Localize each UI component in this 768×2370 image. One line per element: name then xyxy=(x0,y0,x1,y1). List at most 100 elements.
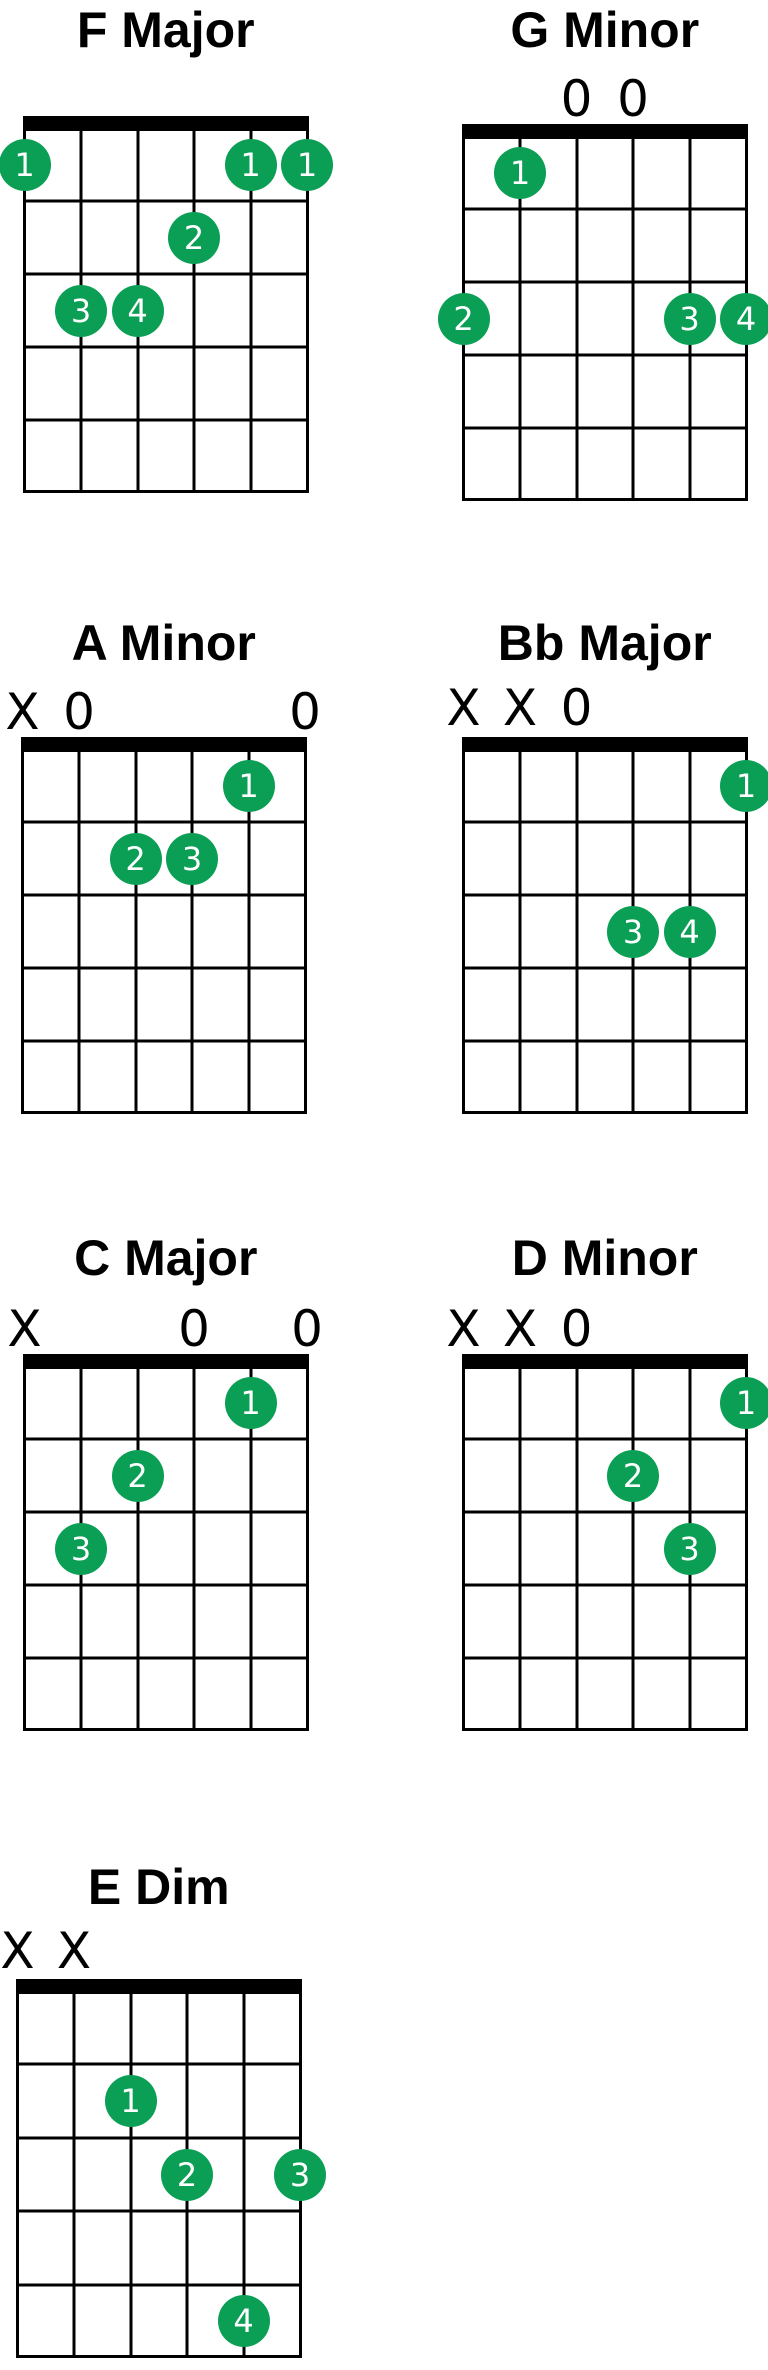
muted-string-marker: X xyxy=(446,1300,481,1358)
finger-number: 3 xyxy=(70,291,92,330)
finger-dot: 3 xyxy=(663,1522,716,1575)
finger-number: 2 xyxy=(453,299,474,338)
finger-dot: 2 xyxy=(161,2148,213,2201)
finger-number: 3 xyxy=(679,1529,700,1568)
string-line xyxy=(190,752,194,1111)
finger-number: 2 xyxy=(176,2155,198,2194)
fret-line xyxy=(465,353,745,357)
finger-dot: 2 xyxy=(168,211,220,264)
finger-dot: 1 xyxy=(281,138,333,191)
open-string-marker: 0 xyxy=(560,679,593,737)
finger-dot: 1 xyxy=(720,759,768,812)
finger-number: 2 xyxy=(183,218,205,257)
finger-dot: 1 xyxy=(104,2075,157,2128)
finger-number: 1 xyxy=(735,766,757,805)
string-line xyxy=(518,752,522,1111)
fret-line xyxy=(465,426,745,430)
fret-line xyxy=(19,2209,299,2213)
string-line xyxy=(631,1369,635,1728)
finger-dot: 3 xyxy=(663,292,716,345)
string-line xyxy=(192,1369,196,1728)
finger-number: 4 xyxy=(679,912,700,951)
muted-string-marker: X xyxy=(0,1922,35,1980)
fret-line xyxy=(465,966,745,970)
finger-dot: 1 xyxy=(0,138,51,191)
string-line xyxy=(247,752,250,1111)
finger-dot: 4 xyxy=(217,2295,270,2348)
string-line xyxy=(192,131,196,490)
fretboard xyxy=(21,749,307,1114)
chord-title: E Dim xyxy=(87,1859,230,1915)
fret-line xyxy=(26,1510,306,1514)
open-string-marker: 0 xyxy=(178,1300,210,1358)
finger-dot: 3 xyxy=(55,284,107,337)
fret-line xyxy=(26,418,306,422)
muted-string-marker: X xyxy=(446,679,481,737)
fret-line xyxy=(465,280,745,284)
finger-number: 3 xyxy=(679,299,700,338)
fret-line xyxy=(26,1583,306,1587)
fret-line xyxy=(465,820,745,824)
fret-line xyxy=(26,199,306,203)
open-string-marker: 0 xyxy=(289,683,321,741)
muted-string-marker: X xyxy=(502,1300,538,1358)
fret-line xyxy=(465,207,745,211)
fret-line xyxy=(26,1656,306,1660)
finger-number: 2 xyxy=(127,1456,148,1495)
finger-number: 1 xyxy=(14,145,35,184)
fret-line xyxy=(465,893,745,897)
string-line xyxy=(249,131,252,490)
chord-title: Bb Major xyxy=(497,615,712,671)
finger-dot: 1 xyxy=(222,759,275,812)
fret-line xyxy=(19,2062,299,2066)
string-line xyxy=(631,139,635,498)
finger-number: 3 xyxy=(622,912,644,951)
open-string-marker: 0 xyxy=(63,683,95,741)
fret-line xyxy=(26,1437,306,1441)
finger-dot: 1 xyxy=(224,138,277,191)
finger-number: 1 xyxy=(296,145,318,184)
finger-number: 4 xyxy=(127,291,148,330)
finger-number: 2 xyxy=(125,839,146,878)
finger-number: 1 xyxy=(120,2082,141,2121)
chord-title: A Minor xyxy=(71,615,256,671)
finger-dot: 1 xyxy=(224,1376,277,1429)
fret-line xyxy=(24,966,304,970)
string-line xyxy=(136,1369,139,1728)
string-line xyxy=(518,139,522,498)
fret-line xyxy=(465,1583,745,1587)
finger-number: 1 xyxy=(509,153,531,192)
finger-number: 4 xyxy=(735,299,757,338)
finger-number: 1 xyxy=(238,766,259,805)
open-string-marker: 0 xyxy=(291,1300,323,1358)
muted-string-marker: X xyxy=(7,1300,42,1358)
finger-number: 3 xyxy=(181,839,203,878)
finger-number: 1 xyxy=(240,1383,261,1422)
fret-line xyxy=(465,1039,745,1043)
finger-dot: 4 xyxy=(111,284,164,337)
finger-dot: 3 xyxy=(274,2148,326,2201)
muted-string-marker: X xyxy=(56,1922,92,1980)
open-string-marker: 0 xyxy=(560,1300,593,1358)
finger-number: 1 xyxy=(735,1383,757,1422)
string-line xyxy=(77,752,81,1111)
fret-line xyxy=(26,272,306,276)
muted-string-marker: X xyxy=(5,683,40,741)
finger-number: 3 xyxy=(70,1529,92,1568)
fret-line xyxy=(26,345,306,349)
chord-title: G Minor xyxy=(510,2,700,58)
open-string-marker: 0 xyxy=(560,70,593,128)
string-line xyxy=(575,752,578,1111)
fret-line xyxy=(24,1039,304,1043)
finger-dot: 2 xyxy=(607,1449,659,1502)
chord-title: F Major xyxy=(76,2,255,58)
fret-line xyxy=(24,893,304,897)
muted-string-marker: X xyxy=(502,679,538,737)
fret-line xyxy=(19,2283,299,2287)
finger-dot: 3 xyxy=(55,1522,107,1575)
finger-number: 2 xyxy=(622,1456,644,1495)
string-line xyxy=(575,1369,578,1728)
fret-line xyxy=(465,1437,745,1441)
finger-dot: 1 xyxy=(494,146,546,199)
